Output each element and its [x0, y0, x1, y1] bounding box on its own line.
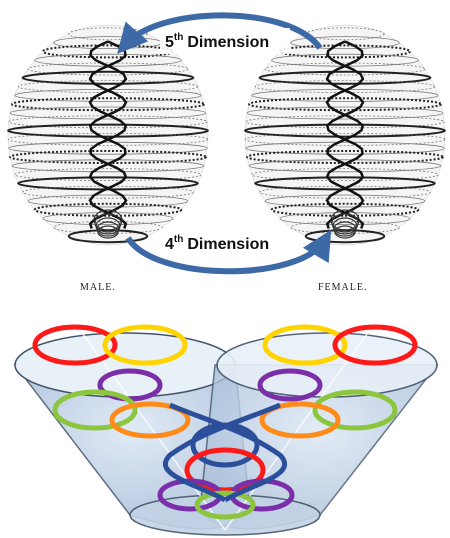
helix-line: [33, 202, 183, 217]
helix-line: [17, 80, 199, 93]
right-ring-orange: [259, 401, 341, 439]
helix-line: [248, 159, 442, 173]
helix-line: [279, 44, 411, 59]
right-ring-yellow: [262, 324, 348, 366]
male-helix-sphere: [7, 24, 209, 246]
central-helix-strand: [88, 40, 128, 229]
fourth-dimension-word: Dimension: [187, 236, 269, 253]
helix-line: [264, 194, 426, 208]
helix-line: [251, 168, 439, 182]
central-helix-strand: [325, 40, 365, 229]
female-caption: FEMALE.: [318, 282, 368, 293]
helix-line: [11, 159, 205, 173]
bottom-coil: [96, 221, 120, 237]
helix-line: [7, 123, 209, 138]
center-ring-green: [194, 490, 256, 520]
right-cone-rim: [216, 332, 438, 398]
female-helix-sphere: [244, 24, 446, 246]
left-cone-rim: [14, 332, 236, 398]
left-ring-green: [52, 389, 138, 431]
fourth-dimension-number: 4: [165, 236, 174, 253]
bottom-coil: [94, 213, 122, 233]
fifth-dimension-word: Dimension: [187, 34, 269, 51]
helix-line: [254, 80, 436, 93]
left-ring-orange: [109, 401, 191, 439]
center-strand-b: [162, 402, 281, 503]
bottom-coil: [97, 225, 119, 239]
color-rings: [32, 324, 418, 520]
center-strand-a: [169, 402, 288, 503]
helix-line: [8, 115, 208, 129]
helix-line: [248, 97, 442, 112]
bottom-coil: [93, 209, 123, 231]
helix-line: [258, 70, 432, 85]
fifth-dimension-arrow: [117, 12, 323, 55]
right-ring-green: [312, 389, 398, 431]
helix-line: [264, 62, 426, 76]
helix-line: [14, 168, 202, 182]
helix-line: [244, 132, 446, 146]
helix-line: [21, 70, 195, 85]
left-ring-red: [32, 324, 118, 366]
helix-line: [9, 106, 207, 120]
helix-line: [259, 185, 431, 199]
fifth-dimension-number: 5: [165, 34, 174, 51]
bottom-coil: [331, 213, 359, 233]
helix-line: [11, 97, 205, 112]
fifth-dimension-suffix: th: [174, 32, 183, 43]
bottom-coil: [333, 221, 357, 237]
central-helix-strand: [325, 40, 365, 229]
bottom-coil: [334, 225, 356, 239]
bottom-figure: [13, 324, 439, 536]
fourth-dimension-arrow: [125, 229, 332, 275]
helix-line: [246, 150, 444, 164]
bottom-coil: [95, 217, 121, 235]
fourth-dimension-suffix: th: [174, 234, 183, 245]
fourth-dimension-label: 4th Dimension: [160, 228, 290, 254]
helix-line: [246, 106, 444, 120]
helix-line: [245, 115, 445, 129]
left-ring-yellow: [102, 324, 188, 366]
center-ring-red: [184, 447, 266, 493]
helix-line: [7, 132, 209, 146]
helix-line: [270, 202, 420, 217]
helix-line: [290, 36, 400, 49]
bottom-coil: [330, 209, 360, 231]
helix-line: [245, 141, 445, 155]
bottom-coil: [332, 217, 358, 235]
helix-line: [22, 185, 194, 199]
helix-line: [8, 141, 208, 155]
helix-line: [27, 62, 189, 76]
right-ring-red: [332, 324, 418, 366]
central-helix-strand: [88, 40, 128, 229]
fifth-dimension-label: 5th Dimension: [160, 28, 290, 54]
male-caption: MALE.: [80, 282, 116, 293]
helix-line: [244, 123, 446, 138]
helix-line: [9, 150, 207, 164]
right-ring-purple: [257, 368, 323, 402]
helix-line: [27, 194, 189, 208]
